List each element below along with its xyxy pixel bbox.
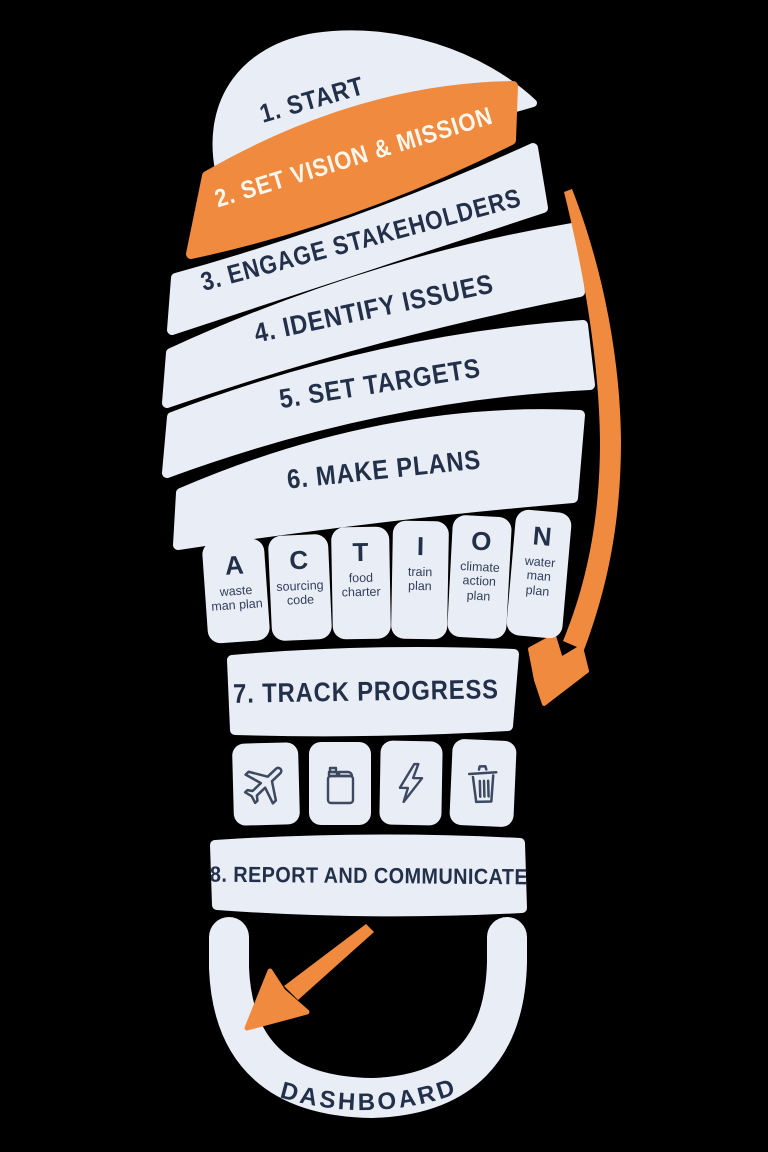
flow-arrow-curve xyxy=(563,189,621,650)
action-tile-c: C sourcing code xyxy=(267,533,333,642)
action-tile-a: A waste man plan xyxy=(201,537,271,645)
step-band-3 xyxy=(167,143,548,335)
metric-tile-fuel xyxy=(309,742,371,825)
action-letter-a: A xyxy=(223,549,245,581)
action-tile-n: N water man plan xyxy=(505,508,573,640)
step-band-6 xyxy=(173,409,585,550)
action-label-o: climate action plan xyxy=(459,558,501,604)
step-band-7 xyxy=(227,647,519,737)
action-tile-o: O climate action plan xyxy=(446,514,513,640)
action-label-n: water man plan xyxy=(524,553,556,599)
action-letter-o: O xyxy=(470,525,493,557)
action-label-i: train plan xyxy=(407,564,433,594)
step-band-4 xyxy=(162,223,585,408)
step-8-label: 8. REPORT AND COMMUNICATE xyxy=(209,861,529,890)
action-letter-n: N xyxy=(531,520,553,552)
action-label-t: food charter xyxy=(341,570,381,600)
step-band-2-highlight xyxy=(186,81,518,259)
metric-tile-travel xyxy=(231,742,301,826)
flow-arrowhead-right xyxy=(528,634,589,706)
airplane-icon xyxy=(243,766,283,805)
dashboard-arrow-shaft xyxy=(284,924,374,1000)
action-label-c: sourcing code xyxy=(276,577,324,608)
heel-ring xyxy=(209,917,527,1119)
trash-bin-icon xyxy=(467,765,498,804)
action-letter-i: I xyxy=(416,530,425,562)
step-7-label: 7. TRACK PROGRESS xyxy=(232,674,500,709)
fuel-can-icon xyxy=(326,766,355,804)
action-tile-t: T food charter xyxy=(331,526,391,640)
action-label-a: waste man plan xyxy=(210,582,264,615)
action-letter-c: C xyxy=(288,544,309,576)
metric-tile-waste xyxy=(449,738,517,828)
metric-tile-energy xyxy=(379,740,443,826)
action-letter-t: T xyxy=(352,536,369,568)
step-band-8 xyxy=(210,834,527,917)
step-band-5 xyxy=(162,320,595,478)
dashboard-arrowhead xyxy=(244,968,310,1031)
lightning-bolt-icon xyxy=(398,762,424,804)
action-tile-i: I train plan xyxy=(390,520,450,640)
